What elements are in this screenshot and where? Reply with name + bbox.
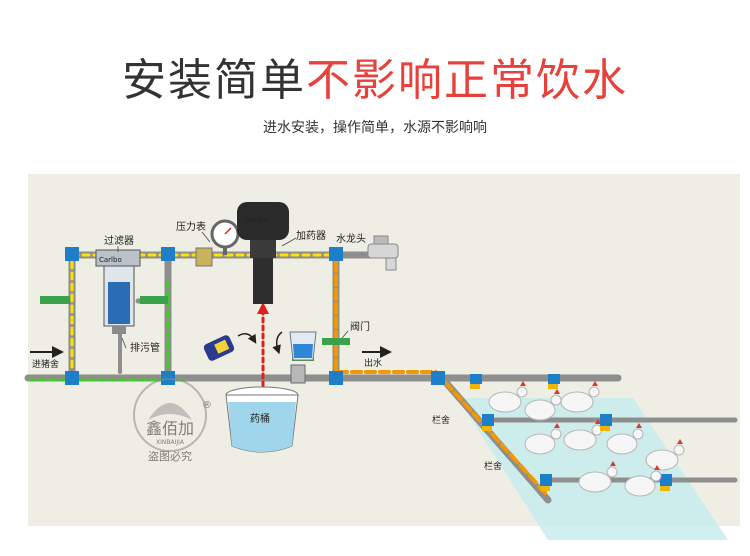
measuring-cup-icon: [289, 331, 317, 361]
chicken-icon: [524, 389, 562, 421]
filter-unit: Carlbo: [95, 249, 141, 334]
medicine-bucket: [225, 386, 299, 453]
chicken-icon: [606, 423, 644, 455]
label-pen-1: 栏舍: [432, 414, 450, 426]
label-valve: 阀门: [350, 320, 370, 333]
outlet-flow: [334, 260, 550, 498]
component-labels: 过滤器 压力表 加药器 水龙头 阀门 进猪舍 排污管 出水 药桶 栏舍 栏舍: [32, 220, 502, 472]
chicken-icon: [578, 461, 618, 493]
label-inlet: 进猪舍: [32, 358, 59, 370]
chicken-icon: [488, 381, 528, 413]
pressure-gauge: [195, 219, 240, 267]
cup-pour-arrow: [272, 331, 283, 355]
headline-black: 安装简单: [122, 55, 306, 106]
chicken-icon: [645, 439, 685, 471]
bottle-pour-arrow: [237, 333, 257, 344]
label-pen-2: 栏舍: [484, 460, 502, 472]
chicken-icon: [524, 423, 562, 455]
watermark-pinyin: XINBAIJIA: [156, 439, 185, 446]
doser-logo: Carlbo: [245, 216, 268, 224]
label-pressure-gauge: 压力表: [176, 220, 206, 233]
headline-red: 不影响正常饮水: [306, 55, 628, 106]
registered-mark: ®: [202, 400, 212, 411]
watermark-main: 鑫佰加: [146, 419, 194, 438]
flow-lines: [28, 253, 550, 498]
label-doser: 加药器: [296, 230, 326, 242]
chicken-icon: [563, 419, 603, 451]
watermark-logo-icon: 鑫佰加 XINBAIJIA 盗图必究 ®: [133, 378, 212, 463]
label-bucket: 药桶: [250, 412, 270, 425]
subtitle: 进水安装，操作简单，水源不影响响: [263, 120, 487, 136]
faucet: [367, 235, 399, 271]
doser-unit: Carlbo: [237, 202, 289, 304]
label-faucet: 水龙头: [336, 232, 366, 245]
chicken-icon: [624, 465, 662, 497]
filter-logo: Carlbo: [99, 256, 122, 264]
label-filter: 过滤器: [104, 234, 134, 247]
label-drain: 排污管: [130, 341, 160, 354]
chicken-icon: [560, 381, 600, 413]
chicken-flock: [488, 381, 685, 497]
leader-lines: [117, 231, 349, 349]
medicine-bottle-icon: [203, 335, 235, 361]
medicine-arrow-icon: [257, 302, 269, 314]
drinker-cups: [470, 384, 670, 491]
pen-floor: [458, 398, 728, 540]
label-outlet: 出水: [364, 357, 382, 369]
pipe-fittings: [65, 247, 672, 486]
watermark-note: 盗图必究: [148, 449, 192, 463]
headline: 安装简单不影响正常饮水: [0, 44, 750, 108]
